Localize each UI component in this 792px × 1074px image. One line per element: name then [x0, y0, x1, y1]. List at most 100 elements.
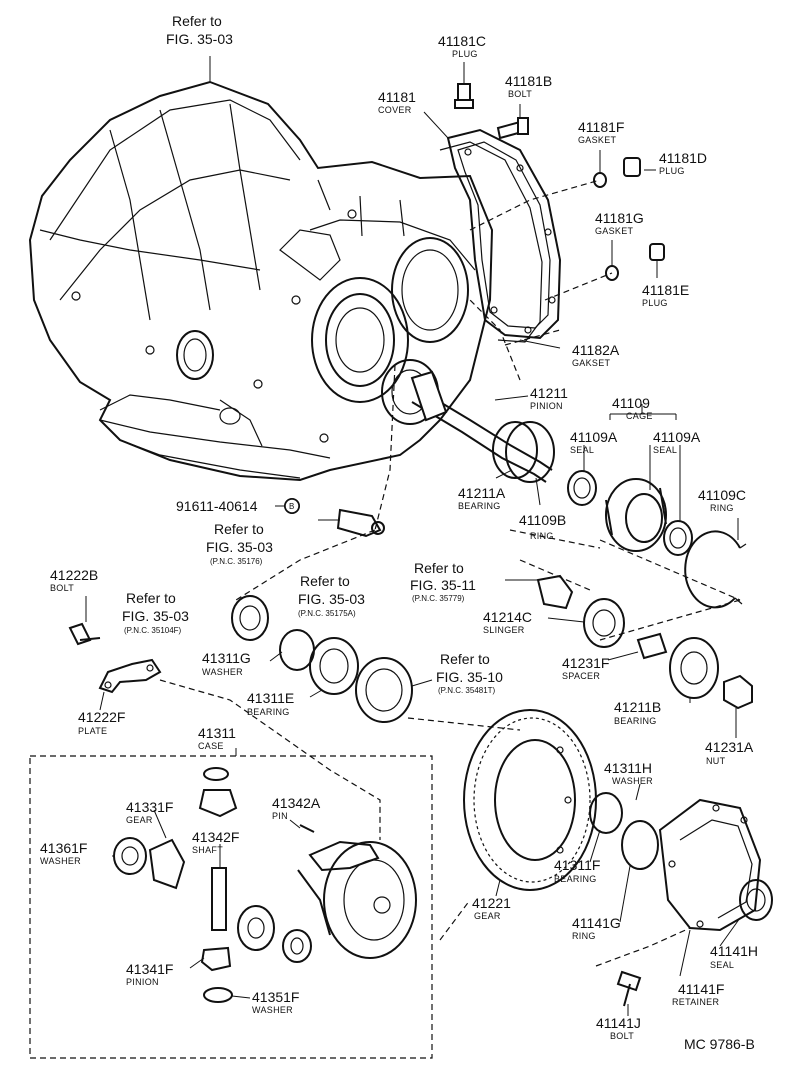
- reference-line: Refer to: [214, 521, 264, 537]
- part-name: BEARING: [614, 716, 657, 726]
- reference-figure: FIG. 35-11: [410, 577, 476, 593]
- bolt-part-number: 91611-40614: [176, 498, 258, 514]
- part-number: 41109: [612, 395, 650, 411]
- label-41109: 41109 CAGE: [612, 395, 653, 421]
- assembly-lines: [159, 179, 741, 967]
- part-number: 41181F: [578, 119, 624, 135]
- label-41181E: 41181E PLUG: [642, 282, 689, 308]
- part-number: 41214C: [483, 609, 532, 625]
- diagram-code: MC 9786-B: [684, 1036, 755, 1052]
- part-name: GAKSET: [572, 358, 611, 368]
- reference-note-bearing-race: Refer to FIG. 35-10 (P.N.C. 35481T): [436, 651, 503, 695]
- label-41342A: 41342A PIN: [272, 795, 321, 821]
- part-name: WASHER: [252, 1005, 293, 1015]
- label-41141F: 41141F RETAINER: [672, 981, 724, 1007]
- reference-pnc: (P.N.C. 35176): [210, 557, 263, 566]
- part-number: 41141H: [710, 943, 758, 959]
- part-number: 41331F: [126, 799, 173, 815]
- part-number: 41181C: [438, 33, 486, 49]
- part-name: BOLT: [610, 1031, 634, 1041]
- label-41311F: 41311F BEARING: [554, 857, 600, 884]
- part-number: 41141F: [678, 981, 724, 997]
- label-41311: 41311 CASE: [198, 725, 236, 751]
- label-41351F: 41351F WASHER: [252, 989, 299, 1015]
- reference-pnc: (P.N.C. 35104F): [124, 626, 182, 635]
- label-41181D: 41181D PLUG: [659, 150, 707, 176]
- part-name: BOLT: [508, 89, 532, 99]
- label-41211A: 41211A BEARING: [458, 485, 506, 511]
- reference-figure: FIG. 35-10: [436, 669, 503, 685]
- label-41181G: 41181G GASKET: [595, 210, 644, 236]
- label-41109C: 41109C RING: [698, 487, 746, 513]
- label-41181C: 41181C PLUG: [438, 33, 486, 59]
- drive-pinion-drawing: [410, 370, 555, 483]
- part-number: 41182A: [572, 342, 620, 358]
- label-41109B: 41109B RING: [519, 512, 566, 541]
- label-41331F: 41331F GEAR: [126, 799, 173, 825]
- part-name: PLUG: [659, 166, 685, 176]
- label-41109A-left: 41109A SEAL: [570, 429, 618, 455]
- label-41211B: 41211B BEARING: [614, 699, 661, 726]
- part-name: GASKET: [578, 135, 617, 145]
- part-number: 41222F: [78, 709, 125, 725]
- label-41141H: 41141H SEAL: [710, 943, 758, 970]
- part-name: GEAR: [474, 911, 501, 921]
- part-name: RING: [530, 531, 554, 541]
- part-number: 41181D: [659, 150, 707, 166]
- part-name: PINION: [530, 401, 563, 411]
- label-41141G: 41141G RING: [572, 915, 621, 941]
- part-number: 41231A: [705, 739, 754, 755]
- part-number: 41181E: [642, 282, 689, 298]
- differential-case-drawing: [113, 767, 417, 1003]
- part-name: SEAL: [653, 445, 677, 455]
- reference-pnc: (P.N.C. 35481T): [438, 686, 496, 695]
- label-41182A: 41182A GAKSET: [572, 342, 620, 368]
- reference-line: Refer to: [414, 560, 464, 576]
- reference-figure: FIG. 35-03: [298, 591, 365, 607]
- part-number: 41311G: [202, 650, 251, 666]
- part-name: CASE: [198, 741, 224, 751]
- reference-line: Refer to: [440, 651, 490, 667]
- leader-lines: [85, 56, 741, 1016]
- reference-line: Refer to: [126, 590, 176, 606]
- label-41181: 41181 COVER: [378, 89, 416, 115]
- reference-note-left-seal: Refer to FIG. 35-03 (P.N.C. 35104F): [122, 590, 189, 635]
- label-41214C: 41214C SLINGER: [483, 609, 532, 635]
- side-cover-drawing: [439, 128, 562, 343]
- part-name: PLATE: [78, 726, 107, 736]
- part-number: 41311: [198, 725, 236, 741]
- part-number: 41221: [472, 895, 511, 911]
- part-name: SEAL: [570, 445, 594, 455]
- bolt-marker-letter: B: [289, 502, 294, 511]
- part-name: PIN: [272, 811, 288, 821]
- part-name: CAGE: [626, 411, 653, 421]
- part-name: PLUG: [452, 49, 478, 59]
- part-number: 41231F: [562, 655, 609, 671]
- part-number: 41109C: [698, 487, 746, 503]
- label-41221: 41221 GEAR: [472, 895, 511, 921]
- part-number: 41342F: [192, 829, 239, 845]
- part-name: BEARING: [554, 874, 597, 884]
- part-number: 41361F: [40, 840, 87, 856]
- label-41342F: 41342F SHAFT: [192, 829, 239, 855]
- label-41181F: 41181F GASKET: [578, 119, 624, 145]
- reference-figure: FIG. 35-03: [166, 31, 233, 47]
- part-name: PLUG: [642, 298, 668, 308]
- label-41231F: 41231F SPACER: [562, 655, 609, 681]
- label-41311G: 41311G WASHER: [202, 650, 251, 677]
- part-name: SHAFT: [192, 845, 223, 855]
- transaxle-housing-drawing: [28, 80, 494, 482]
- label-41361F: 41361F WASHER: [40, 840, 87, 866]
- reference-pnc: (P.N.C. 35175A): [298, 609, 356, 618]
- label-41311H: 41311H WASHER: [604, 760, 653, 786]
- part-number: 41181G: [595, 210, 644, 226]
- drive-gear-train-drawing: [279, 598, 753, 723]
- label-41341F: 41341F PINION: [126, 961, 173, 987]
- label-41109A-right: 41109A SEAL: [653, 429, 701, 455]
- part-name: NUT: [706, 756, 726, 766]
- reference-line: Refer to: [300, 573, 350, 589]
- part-number: 41211B: [614, 699, 661, 715]
- label-41222F: 41222F PLATE: [78, 709, 125, 736]
- cover-hardware-drawing: [454, 83, 665, 281]
- part-name: GEAR: [126, 815, 153, 825]
